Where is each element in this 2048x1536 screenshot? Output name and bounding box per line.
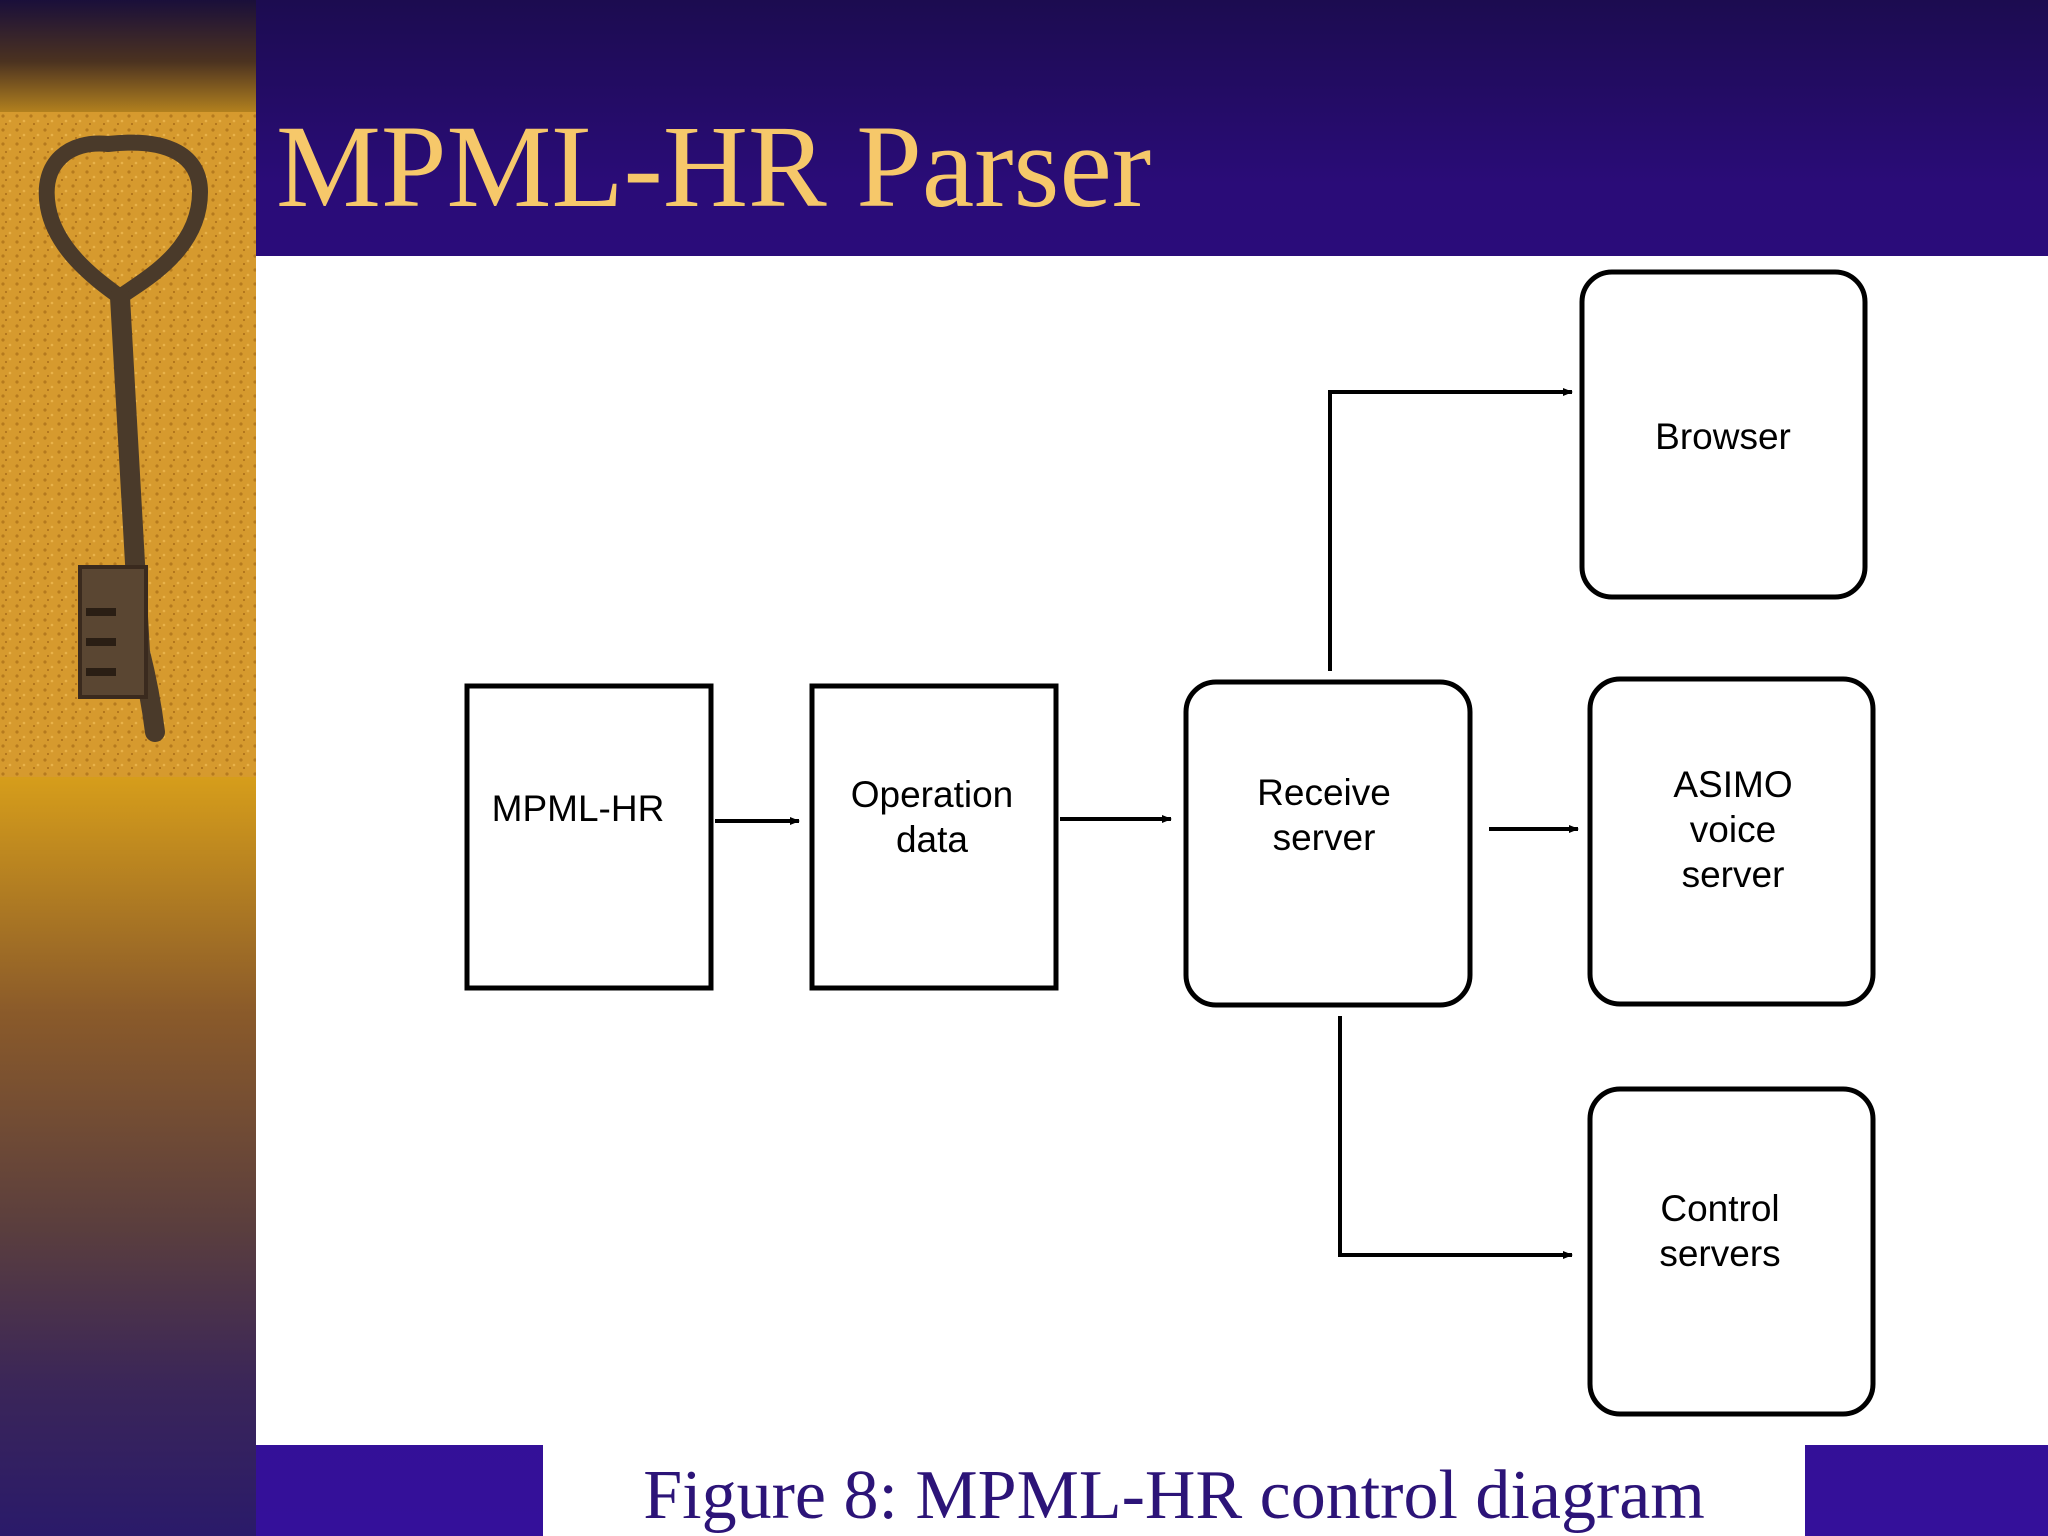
node-label-line: servers <box>1659 1233 1780 1274</box>
caption-box: Figure 8: MPML-HR control diagram <box>543 1445 1805 1536</box>
slide-title: MPML-HR Parser <box>276 101 1152 232</box>
node-box-operation-data <box>809 683 1059 991</box>
node-label-line: ASIMO <box>1673 764 1792 805</box>
node-label-line: MPML-HR <box>492 788 665 829</box>
node-label-line: Browser <box>1655 416 1791 457</box>
node-label-browser: Browser <box>1655 416 1791 457</box>
node-box-control-servers <box>1587 1086 1876 1417</box>
node-box-mpml-hr <box>464 683 714 991</box>
node-mpml-hr: MPML-HR <box>464 683 714 991</box>
node-browser: Browser <box>1579 269 1868 600</box>
node-box-browser <box>1579 269 1868 600</box>
node-label-line: Operation <box>851 774 1014 815</box>
node-label-line: data <box>896 819 968 860</box>
node-label-mpml-hr: MPML-HR <box>492 788 665 829</box>
figure-caption: Figure 8: MPML-HR control diagram <box>643 1456 1705 1534</box>
node-label-line: server <box>1682 854 1785 895</box>
node-box-asimo-voice-server <box>1587 676 1876 1007</box>
node-label-line: server <box>1273 817 1376 858</box>
node-label-line: Receive <box>1257 772 1391 813</box>
node-label-line: Control <box>1660 1188 1779 1229</box>
antique-key-photo <box>0 112 256 777</box>
edge-receive-server-to-control-servers <box>1338 1016 1573 1259</box>
node-label-line: voice <box>1690 809 1776 850</box>
node-box-receive-server <box>1183 679 1473 1008</box>
edge-receive-server-to-browser <box>1328 388 1573 671</box>
